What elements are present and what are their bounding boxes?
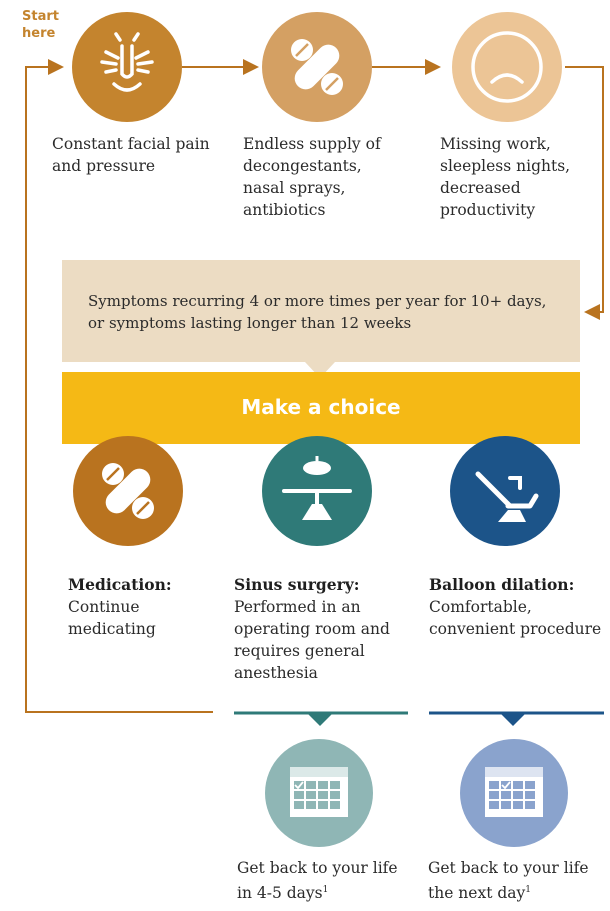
option-surgery-caption: Sinus surgery: Performed in an operating… bbox=[234, 574, 414, 684]
surgery-outcome-pointer bbox=[307, 713, 333, 726]
option-medication-title: Medication: bbox=[68, 575, 172, 594]
step-pain-caption: Constant facial pain and pressure bbox=[52, 135, 210, 175]
surgery-light-icon bbox=[282, 456, 352, 520]
outcome-balloon-circle bbox=[460, 739, 568, 847]
calendar-icon bbox=[290, 767, 348, 817]
outcome-balloon-caption: Get back to your life the next day1 bbox=[428, 857, 608, 904]
choice-band bbox=[62, 372, 580, 444]
outcome-balloon-text: Get back to your life the next day bbox=[428, 859, 589, 903]
option-balloon-caption: Balloon dilation: Comfortable, convenien… bbox=[429, 574, 609, 640]
step-pills-caption: Endless supply of decongestants, nasal s… bbox=[243, 135, 381, 219]
outcome-surgery-caption: Get back to your life in 4-5 days1 bbox=[237, 857, 407, 904]
option-balloon-title: Balloon dilation: bbox=[429, 575, 575, 594]
option-surgery-title: Sinus surgery: bbox=[234, 575, 360, 594]
option-surgery-text: Performed in an operating room and requi… bbox=[234, 598, 390, 682]
option-medication-caption: Medication: Continue medicating bbox=[68, 574, 218, 640]
pills-icon bbox=[102, 463, 154, 519]
symptoms-box bbox=[62, 260, 580, 362]
choice-title: Make a choice bbox=[241, 395, 401, 419]
footnote-1: 1 bbox=[322, 885, 329, 895]
box-notch bbox=[305, 362, 335, 378]
pain-face-icon bbox=[100, 32, 154, 92]
start-here-label: Start here bbox=[22, 9, 59, 41]
footnote-1: 1 bbox=[525, 885, 532, 895]
symptoms-text: Symptoms recurring 4 or more times per y… bbox=[88, 292, 547, 332]
step-pain-circle bbox=[72, 12, 182, 122]
arrow-3-to-box bbox=[565, 66, 604, 320]
option-medication-circle bbox=[73, 436, 183, 546]
option-medication-text: Continue medicating bbox=[68, 598, 156, 638]
option-surgery-circle bbox=[262, 436, 372, 546]
outcome-surgery-circle bbox=[265, 739, 373, 847]
balloon-outcome-pointer bbox=[500, 713, 526, 726]
step-pills-circle bbox=[262, 12, 372, 122]
sad-face-icon bbox=[471, 31, 543, 103]
pills-icon bbox=[291, 39, 343, 95]
option-balloon-circle bbox=[450, 436, 560, 546]
dental-chair-icon bbox=[475, 471, 539, 522]
outcome-surgery-text: Get back to your life in 4-5 days bbox=[237, 859, 398, 903]
option-balloon-text: Comfortable, convenient procedure bbox=[429, 598, 602, 638]
step-sad-circle bbox=[452, 12, 562, 122]
loop-back-arrow bbox=[25, 59, 213, 713]
step-sad-caption: Missing work, sleepless nights, decrease… bbox=[440, 135, 571, 219]
calendar-icon bbox=[485, 767, 543, 817]
